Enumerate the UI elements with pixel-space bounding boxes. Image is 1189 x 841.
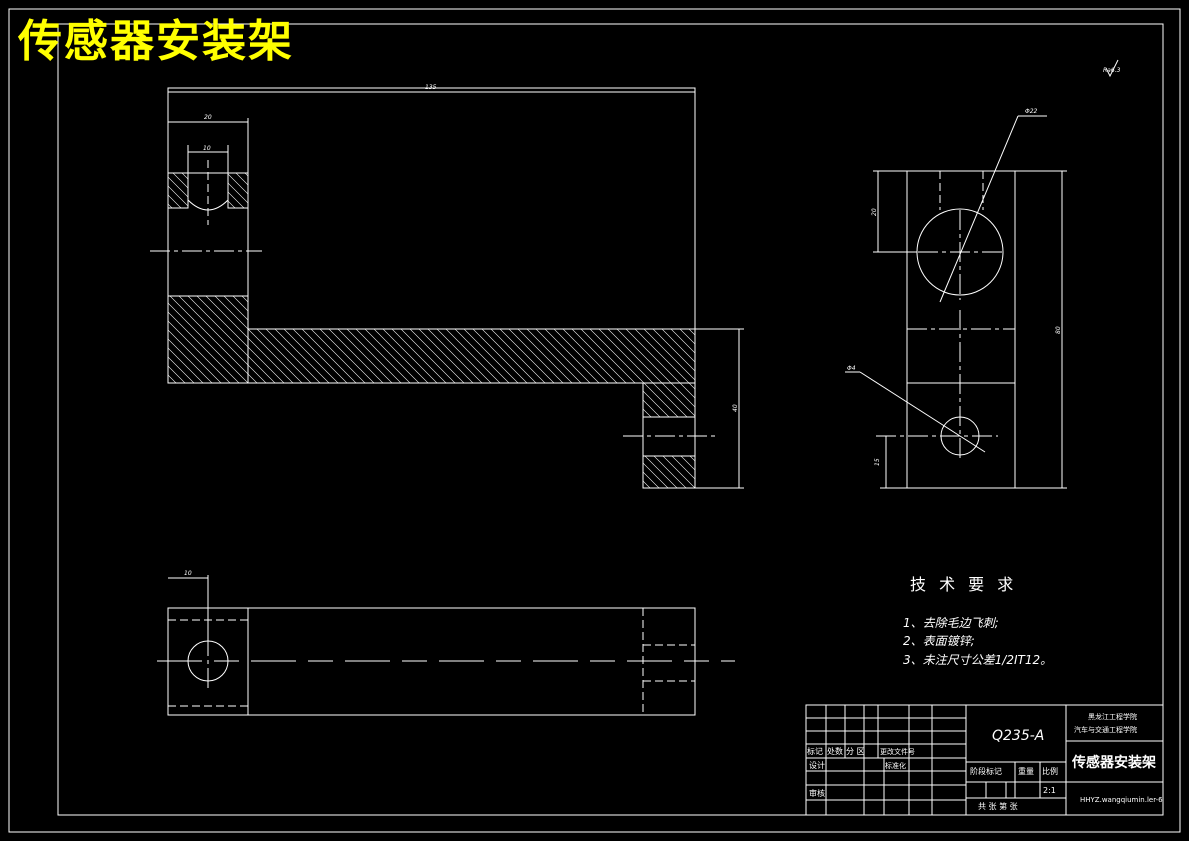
tb-stage-mark: 阶段标记 — [970, 766, 1002, 776]
top-view: 10 — [157, 570, 735, 716]
technical-requirements: 技 术 要 求 1、去除毛边飞刺; 2、表面镀锌; 3、未注尺寸公差1/2IT1… — [903, 575, 1052, 667]
tech-heading: 技 术 要 求 — [910, 575, 1017, 594]
dim-circle-dia: Φ22 — [1025, 108, 1038, 115]
tb-review: 审核 — [809, 788, 825, 798]
dim-upright-width: 20 — [204, 114, 212, 121]
dim-top-height: 20 — [871, 208, 878, 216]
hatch-bore-left — [167, 172, 189, 209]
hatch-base-section — [167, 295, 249, 384]
surface-finish-mark: Ra6.3 — [1103, 59, 1121, 78]
tb-row-count: 处数 — [827, 746, 843, 756]
tb-part-name: 传感器安装架 — [1071, 754, 1156, 771]
dim-hole-height: 15 — [874, 458, 881, 466]
title-block: Q235-A 黑龙江工程学院 汽车与交通工程学院 传感器安装架 HHYZ.wan… — [805, 704, 1164, 816]
tech-item-3: 3、未注尺寸公差1/2IT12。 — [903, 653, 1052, 667]
hatch-bore-right — [227, 172, 249, 209]
tb-design: 设计 — [809, 760, 825, 770]
tb-school-1: 黑龙江工程学院 — [1088, 712, 1137, 721]
surface-finish-label: Ra6.3 — [1103, 67, 1121, 74]
dim-overall-length: 135 — [425, 84, 437, 91]
tb-row-zone: 分 区 — [846, 747, 865, 756]
tb-sheets: 共 张 第 张 — [978, 801, 1018, 811]
dim-small-hole: Φ4 — [847, 365, 856, 372]
dim-total-height: 80 — [1055, 326, 1062, 334]
tb-scale: 2:1 — [1043, 786, 1056, 795]
tb-ratio: 比例 — [1042, 766, 1058, 776]
hatch-foot-section — [642, 382, 696, 418]
front-section-view: 135 20 10 40 — [150, 84, 744, 489]
hatch-arm-section — [247, 328, 696, 384]
side-view: Φ22 20 80 Φ4 15 — [845, 108, 1067, 489]
tb-school-2: 汽车与交通工程学院 — [1074, 725, 1137, 734]
inner-border — [57, 23, 1164, 816]
dim-bore-width: 10 — [203, 145, 211, 152]
tech-item-1: 1、去除毛边飞刺; — [903, 616, 999, 630]
tb-row-docno: 更改文件号 — [880, 747, 915, 756]
tb-drawing-no: HHYZ.wangqiumin.ler-6 — [1080, 796, 1163, 804]
hatch-foot-lower — [642, 455, 696, 489]
drawing-title: 传感器安装架 — [18, 16, 294, 67]
tb-weight: 重量 — [1018, 766, 1034, 776]
tb-material: Q235-A — [992, 728, 1044, 744]
dim-right-height: 40 — [732, 404, 739, 412]
tb-row-mark: 标记 — [807, 746, 823, 756]
outer-border — [8, 8, 1181, 833]
tb-standardize: 标准化 — [885, 761, 906, 770]
dim-bottom-offset: 10 — [184, 570, 192, 577]
tech-item-2: 2、表面镀锌; — [903, 634, 975, 648]
